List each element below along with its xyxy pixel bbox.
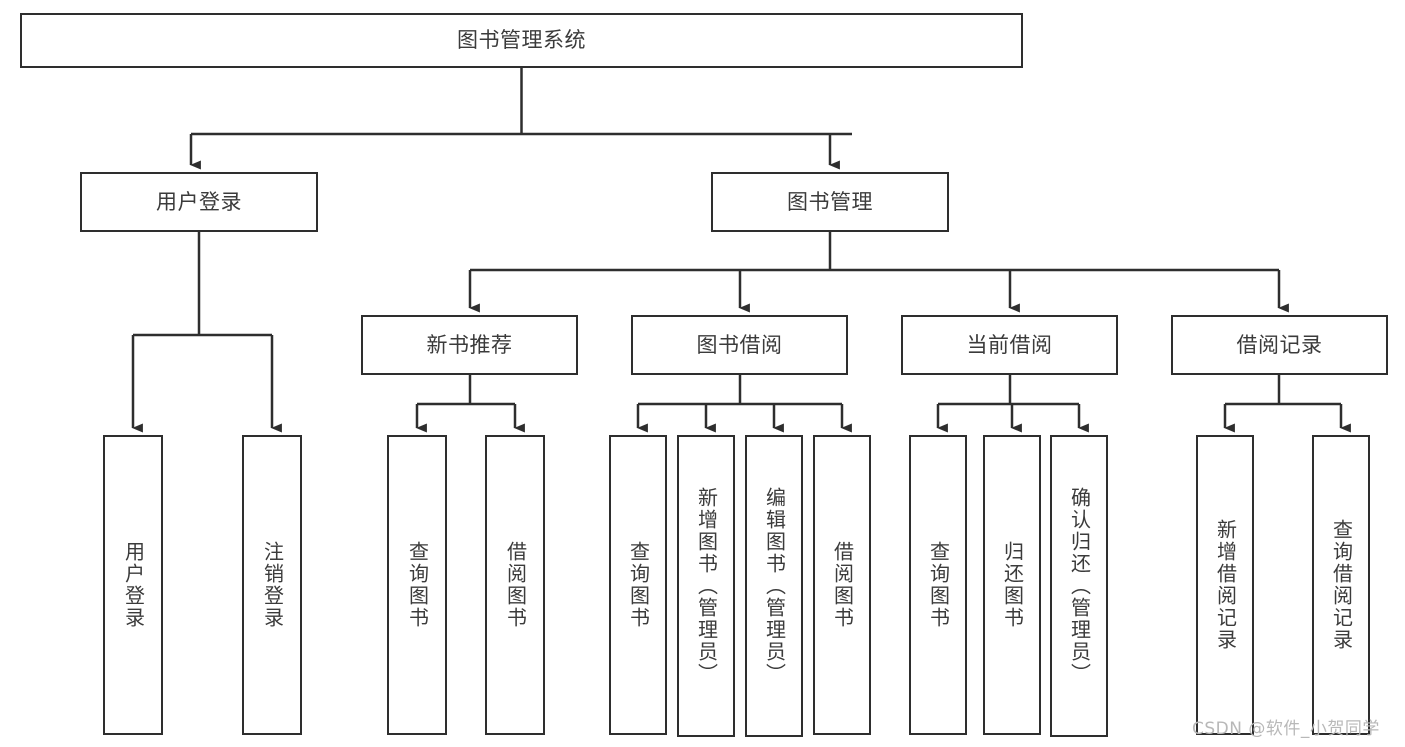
node-new-book-recommend[interactable]: 新书推荐 <box>361 315 578 375</box>
watermark: CSDN @软件_小贺同学 <box>1192 719 1380 739</box>
node-leaf-query-book-recommend[interactable]: 查询图书 <box>387 435 447 735</box>
node-book-borrow[interactable]: 图书借阅 <box>631 315 848 375</box>
node-label: 图书管理系统 <box>457 28 586 53</box>
node-leaf-query-borrow-record[interactable]: 查询借阅记录 <box>1312 435 1370 735</box>
node-label: 当前借阅 <box>966 332 1053 357</box>
node-label: 图书管理 <box>787 189 873 214</box>
node-borrow-record[interactable]: 借阅记录 <box>1171 315 1388 375</box>
node-label: 用户登录 <box>156 189 242 214</box>
node-leaf-add-borrow-record[interactable]: 新增借阅记录 <box>1196 435 1254 735</box>
node-label: 归还图书 <box>1000 541 1025 629</box>
node-root-system[interactable]: 图书管理系统 <box>20 13 1023 68</box>
node-user-login[interactable]: 用户登录 <box>80 172 318 232</box>
node-label: 借阅图书 <box>503 541 528 629</box>
node-label: 借阅图书 <box>830 541 855 629</box>
node-label: 查询借阅记录 <box>1329 519 1354 651</box>
node-label: 查询图书 <box>626 541 651 629</box>
node-label: 查询图书 <box>405 541 430 629</box>
node-leaf-user-logout[interactable]: 注销登录 <box>242 435 302 735</box>
node-label: 注销登录 <box>260 541 285 629</box>
node-leaf-user-login[interactable]: 用户登录 <box>103 435 163 735</box>
node-label: 新书推荐 <box>426 332 513 357</box>
node-leaf-borrow-book[interactable]: 借阅图书 <box>813 435 871 735</box>
node-leaf-query-book[interactable]: 查询图书 <box>609 435 667 735</box>
node-leaf-add-book[interactable]: 新增图书（管理员） <box>677 435 735 737</box>
node-leaf-return-book[interactable]: 归还图书 <box>983 435 1041 735</box>
node-book-manage[interactable]: 图书管理 <box>711 172 949 232</box>
node-label: 新增借阅记录 <box>1213 519 1238 651</box>
node-leaf-borrow-book-recommend[interactable]: 借阅图书 <box>485 435 545 735</box>
node-label: 确认归还（管理员） <box>1067 487 1092 685</box>
node-leaf-query-book-current[interactable]: 查询图书 <box>909 435 967 735</box>
node-label: 借阅记录 <box>1236 332 1323 357</box>
node-current-borrow[interactable]: 当前借阅 <box>901 315 1118 375</box>
node-label: 用户登录 <box>121 541 146 629</box>
node-label: 查询图书 <box>926 541 951 629</box>
node-leaf-edit-book[interactable]: 编辑图书（管理员） <box>745 435 803 737</box>
node-label: 编辑图书（管理员） <box>762 487 787 685</box>
node-label: 新增图书（管理员） <box>694 487 719 685</box>
node-leaf-confirm-return[interactable]: 确认归还（管理员） <box>1050 435 1108 737</box>
node-label: 图书借阅 <box>696 332 783 357</box>
